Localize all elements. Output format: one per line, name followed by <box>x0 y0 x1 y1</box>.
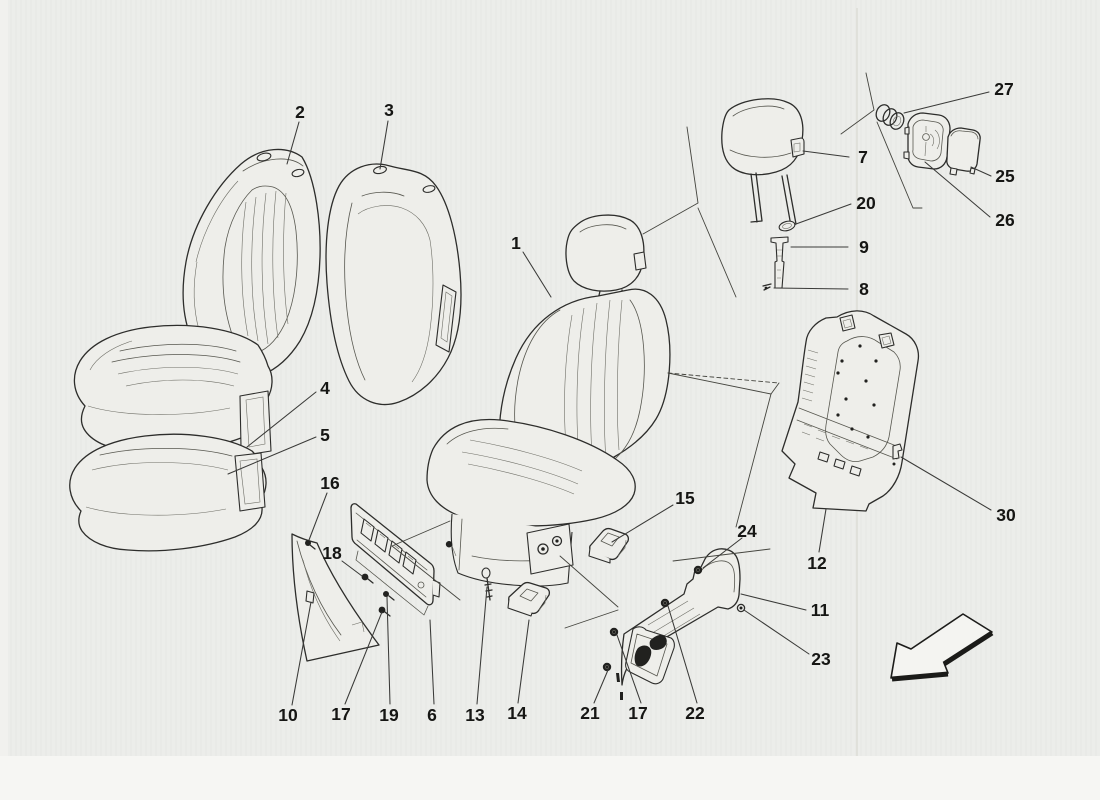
direction-arrow <box>890 613 994 682</box>
page-margin-bottom <box>0 756 1100 800</box>
grouping-lines <box>391 72 923 629</box>
screw-17 <box>378 606 391 617</box>
callout-10: 10 <box>278 705 298 725</box>
callout-2: 2 <box>295 102 305 122</box>
callout-18: 18 <box>322 543 342 563</box>
callout-7: 7 <box>858 147 868 167</box>
backrest-rear-panel <box>781 310 920 512</box>
callout-4: 4 <box>320 378 330 398</box>
callout-27: 27 <box>994 79 1013 99</box>
screw-13 <box>481 567 493 601</box>
screw-23 <box>736 603 746 613</box>
callout-22: 22 <box>685 703 705 723</box>
callout-30: 30 <box>996 505 1016 525</box>
complete-seat <box>426 214 671 587</box>
screw-16 <box>305 540 316 550</box>
screw-19 <box>383 591 395 601</box>
callout-25: 25 <box>995 166 1015 186</box>
callout-20: 20 <box>856 193 876 213</box>
headrest-guide-hardware <box>762 220 796 291</box>
headrest-actuator-group <box>875 104 981 176</box>
leader-lines <box>227 91 992 706</box>
callout-13: 13 <box>465 705 485 725</box>
callout-17b: 17 <box>628 703 647 723</box>
callout-16: 16 <box>320 473 340 493</box>
callout-24: 24 <box>737 521 757 541</box>
backrest-foam <box>325 163 462 406</box>
rail-bracket-front <box>507 581 551 617</box>
callout-11: 11 <box>811 600 830 620</box>
callout-12: 12 <box>807 553 827 573</box>
switch-bezel <box>625 626 675 685</box>
callout-5: 5 <box>320 425 330 445</box>
nut-21 <box>602 662 612 672</box>
nut-24 <box>693 565 703 575</box>
seat-control-panel <box>305 503 441 617</box>
nut-22 <box>660 598 670 608</box>
rail-bracket-rear <box>588 527 630 564</box>
callout-1: 1 <box>511 233 521 253</box>
callout-23: 23 <box>811 649 831 669</box>
callout-14: 14 <box>507 703 527 723</box>
screw-18 <box>361 573 374 584</box>
headrest <box>721 98 805 228</box>
nut-17 <box>609 627 619 637</box>
callout-26: 26 <box>995 210 1015 230</box>
callout-19: 19 <box>379 705 399 725</box>
backrest-cover <box>182 148 321 379</box>
page-margin-left <box>0 0 8 800</box>
side-trim-panel <box>602 548 746 700</box>
callout-15: 15 <box>675 488 695 508</box>
callout-6: 6 <box>427 705 437 725</box>
cushion-cover <box>73 324 273 456</box>
callout-3: 3 <box>384 100 394 120</box>
panel-clip <box>892 443 903 466</box>
cushion-foam <box>69 433 267 552</box>
callout-9: 9 <box>859 237 869 257</box>
front-trim-panel <box>291 533 380 662</box>
callout-21: 21 <box>580 703 600 723</box>
callout-8: 8 <box>859 279 869 299</box>
callout-17a: 17 <box>331 704 350 724</box>
